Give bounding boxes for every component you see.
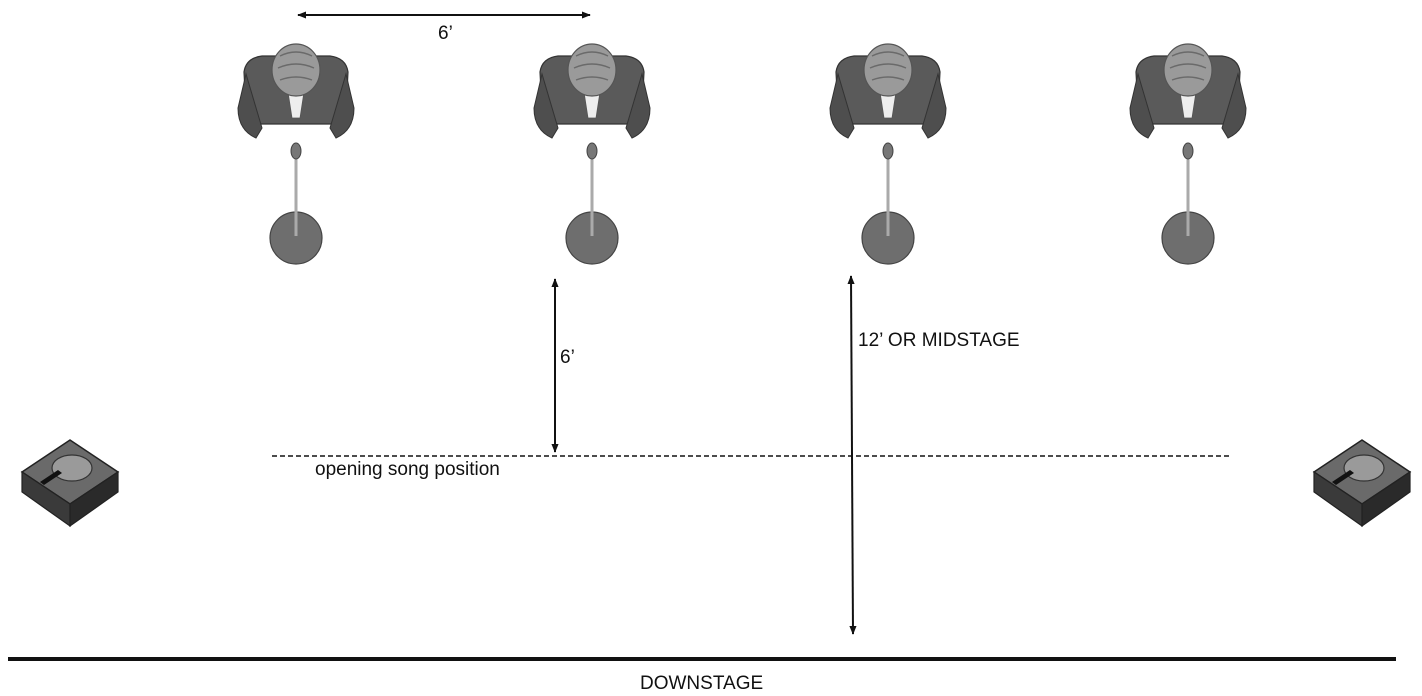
mic-stand-icon — [861, 142, 915, 265]
performer-top-view-icon — [533, 43, 651, 139]
floor-monitor-icon — [1312, 439, 1412, 528]
midstage-arrow — [847, 275, 857, 635]
midstage-label: 12’ OR MIDSTAGE — [858, 330, 1020, 351]
downstage-label: DOWNSTAGE — [640, 673, 764, 694]
performer-top-view-icon — [1129, 43, 1247, 139]
vertical-spacing-label: 6’ — [560, 347, 575, 368]
performer-top-view-icon — [237, 43, 355, 139]
floor-monitor-icon — [20, 439, 120, 528]
horizontal-spacing-label: 6’ — [438, 23, 453, 44]
mic-stand-icon — [1161, 142, 1215, 265]
opening-position-label: opening song position — [315, 459, 500, 480]
mic-stand-icon — [565, 142, 619, 265]
performer-top-view-icon — [829, 43, 947, 139]
mic-stand-icon — [269, 142, 323, 265]
